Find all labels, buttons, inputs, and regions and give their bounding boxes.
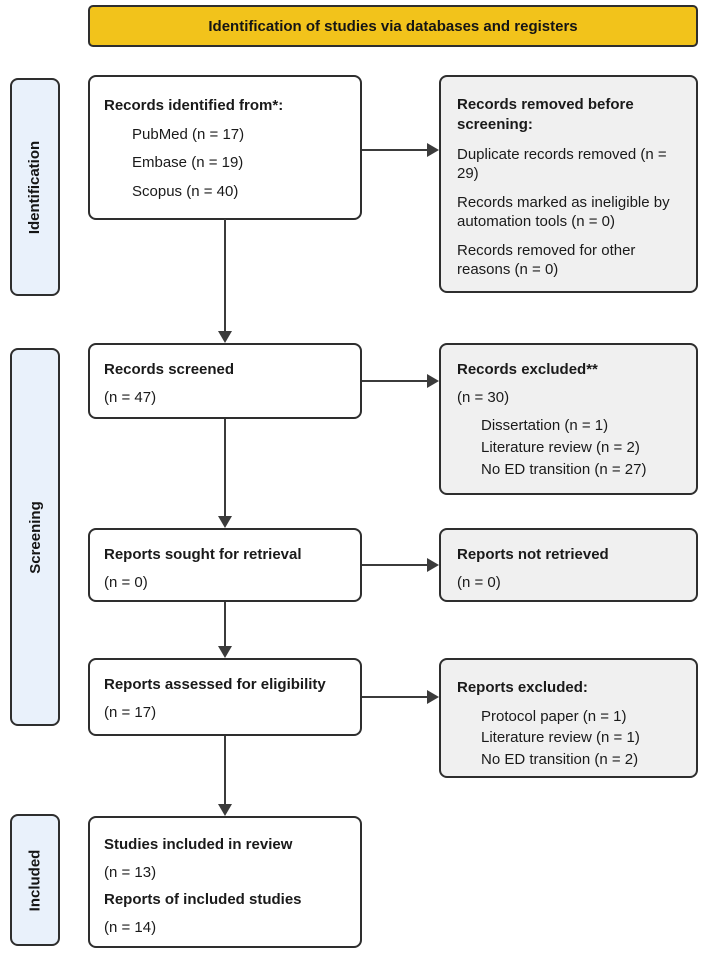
list-item: No ED transition (n = 2) (481, 751, 639, 768)
diagram-title-banner: Identification of studies via databases … (88, 5, 698, 47)
arrow-line-screened-to-sought (224, 419, 226, 516)
box-reports-assessed-title: Reports assessed for eligibility (104, 676, 326, 693)
box-reports-sought: Reports sought for retrieval (n = 0) (88, 528, 362, 602)
list-item: PubMed (n = 17) (132, 125, 245, 143)
arrow-line-identified-to-removed (362, 149, 427, 151)
arrow-line-assessed-to-reports-excluded (362, 696, 427, 698)
box-records-screened-count: (n = 47) (104, 388, 157, 406)
box-records-identified-title: Records identified from*: (104, 97, 284, 114)
box-reports-not-retrieved-title: Reports not retrieved (457, 546, 609, 563)
box-records-screened: Records screened (n = 47) (88, 343, 362, 419)
list-item: Literature review (n = 2) (481, 438, 640, 456)
stage-screening-label: Screening (26, 500, 44, 574)
records-excluded-list: Dissertation (n = 1) Literature review (… (457, 415, 686, 480)
list-item: Scopus (n = 40) (132, 182, 239, 200)
arrow-line-identified-to-screened (224, 219, 226, 331)
list-item: Protocol paper (n = 1) (481, 707, 627, 725)
box-reports-sought-count: (n = 0) (104, 573, 148, 591)
box-records-excluded-count: (n = 30) (457, 388, 510, 406)
arrow-line-sought-to-assessed (224, 602, 226, 646)
box-reports-sought-title: Reports sought for retrieval (104, 546, 302, 563)
arrow-head-right-icon (427, 558, 439, 572)
box-records-removed-title: Records removed before screening: (457, 96, 634, 134)
paragraph: Records removed for other reasons (n = 0… (457, 241, 636, 279)
stage-included-label: Included (26, 849, 44, 911)
list-item: Embase (n = 19) (132, 154, 244, 171)
arrow-line-screened-to-excluded (362, 380, 427, 382)
reports-excluded-list: Protocol paper (n = 1) Literature review… (457, 706, 686, 771)
arrow-head-down-icon (218, 331, 232, 343)
stage-screening: Screening (10, 348, 60, 726)
box-reports-not-retrieved-count: (n = 0) (457, 573, 501, 591)
box-studies-included-title: Studies included in review (104, 836, 293, 853)
arrow-head-down-icon (218, 516, 232, 528)
paragraph: Records marked as ineligible by automati… (457, 193, 670, 231)
arrow-head-down-icon (218, 646, 232, 658)
stage-identification: Identification (10, 78, 60, 296)
box-reports-not-retrieved: Reports not retrieved (n = 0) (439, 528, 698, 602)
box-reports-excluded: Reports excluded: Protocol paper (n = 1)… (439, 658, 698, 778)
box-studies-included-count: (n = 13) (104, 863, 157, 881)
box-studies-included: Studies included in review (n = 13) Repo… (88, 816, 362, 948)
box-reports-assessed-count: (n = 17) (104, 703, 157, 721)
list-item: No ED transition (n = 27) (481, 460, 647, 478)
list-item: Literature review (n = 1) (481, 729, 640, 747)
paragraph: Duplicate records removed (n = 29) (457, 145, 667, 183)
arrow-line-assessed-to-included (224, 736, 226, 804)
box-reports-assessed: Reports assessed for eligibility (n = 17… (88, 658, 362, 736)
arrow-head-down-icon (218, 804, 232, 816)
box-records-excluded: Records excluded** (n = 30) Dissertation… (439, 343, 698, 495)
stage-included: Included (10, 814, 60, 946)
arrow-head-right-icon (427, 374, 439, 388)
stage-identification-label: Identification (26, 140, 44, 234)
box-reports-included-title: Reports of included studies (104, 891, 302, 908)
arrow-head-right-icon (427, 143, 439, 157)
box-reports-excluded-title: Reports excluded: (457, 679, 588, 696)
arrow-line-sought-to-not-retrieved (362, 564, 427, 566)
box-records-excluded-title: Records excluded** (457, 361, 598, 378)
arrow-head-right-icon (427, 690, 439, 704)
list-item: Dissertation (n = 1) (481, 417, 609, 434)
records-identified-list: PubMed (n = 17) Embase (n = 19) Scopus (… (104, 125, 350, 202)
box-records-removed: Records removed before screening: Duplic… (439, 75, 698, 293)
box-records-identified: Records identified from*: PubMed (n = 17… (88, 75, 362, 220)
box-records-screened-title: Records screened (104, 361, 235, 378)
diagram-title: Identification of studies via databases … (208, 17, 578, 35)
box-reports-included-count: (n = 14) (104, 918, 157, 936)
